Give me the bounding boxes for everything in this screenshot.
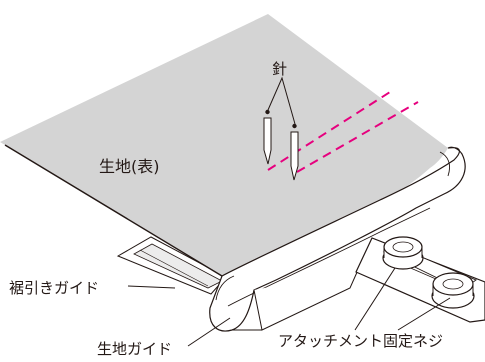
fabric-guide-plate — [209, 146, 466, 332]
fabric-right-side-label: 生地(表) — [99, 157, 160, 176]
needle-left — [263, 109, 272, 165]
attachment-screw-front — [382, 236, 424, 270]
attachment-screw-rear — [431, 272, 475, 309]
attachment-screw-label: アタッチメント固定ネジ — [278, 332, 443, 350]
fabric-guide-label: 生地ガイド — [97, 340, 172, 358]
needle-right — [290, 123, 299, 181]
fabric-sheet — [0, 14, 448, 277]
hem-guide-plate — [116, 236, 227, 295]
hem-guide-label: 裾引きガイド — [9, 279, 99, 297]
stitch-lines — [267, 91, 419, 173]
leader-lines — [127, 76, 451, 347]
needle-label: 針 — [272, 60, 287, 78]
